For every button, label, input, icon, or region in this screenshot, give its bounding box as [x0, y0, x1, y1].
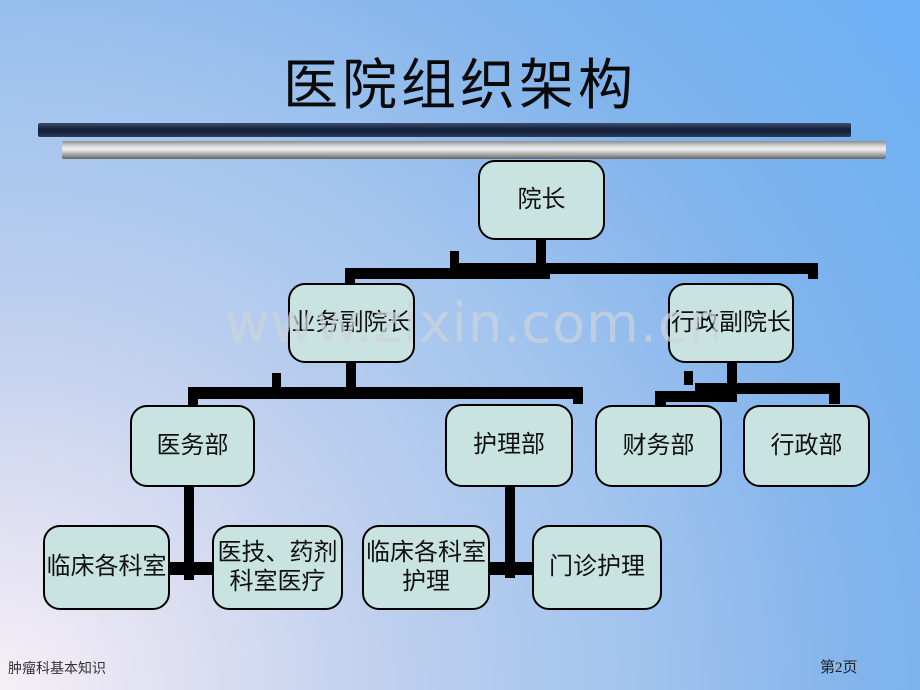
org-node-finance-dept-label: 财务部	[622, 432, 695, 459]
connector-dean-vertical	[536, 239, 546, 274]
org-node-business-vice-dean-label: 业务副院长	[291, 309, 412, 336]
org-node-outpatient-nursing-label: 门诊护理	[549, 554, 645, 581]
connector-top-bar-left	[345, 268, 550, 279]
connector-right-bar-lower	[655, 391, 737, 402]
footer-presentation-title: 肿瘤科基本知识	[8, 662, 106, 677]
org-node-medical-affairs: 医务部	[130, 405, 255, 487]
org-node-clinical-depts-label: 临床各科室	[46, 554, 167, 581]
org-node-clinical-depts: 临床各科室	[43, 525, 170, 610]
title-underline-navy-bar	[38, 123, 851, 137]
connector-drop-medical-affairs	[188, 387, 198, 407]
connector-right-bar-right-stub	[829, 383, 840, 404]
org-node-outpatient-nursing: 门诊护理	[532, 525, 662, 610]
slide-title: 医院组织架构	[282, 55, 637, 116]
org-node-nursing-dept: 护理部	[445, 404, 573, 487]
connector-drop-business-vice	[345, 268, 355, 285]
connector-left-bar	[188, 387, 583, 399]
org-node-clinical-nursing-line1: 临床各科室	[366, 540, 486, 567]
org-node-admin-dept-label: 行政部	[770, 432, 843, 459]
title-underline-gray-bar	[62, 141, 886, 159]
org-node-clinical-nursing: 临床各科室 护理	[362, 525, 490, 610]
org-node-dean-label: 院长	[517, 186, 566, 213]
connector-left-bar-upstub	[272, 373, 281, 389]
connector-right-bar-upstub	[684, 371, 693, 385]
connector-top-bar-right-stub	[808, 263, 818, 279]
connector-medical-vertical	[184, 487, 194, 580]
connector-bottom-left-bar	[166, 562, 214, 575]
org-node-medtech-pharmacy-line2: 科室医疗	[229, 568, 326, 595]
org-node-medtech-pharmacy: 医技、药剂 科室医疗	[212, 525, 343, 610]
connector-bottom-mid-bar	[488, 562, 532, 575]
org-node-admin-vice-dean: 行政副院长	[668, 283, 794, 363]
org-node-nursing-dept-label: 护理部	[473, 432, 545, 459]
org-node-admin-vice-dean-label: 行政副院长	[671, 309, 791, 336]
connector-top-bar-upstub	[450, 251, 459, 268]
org-node-admin-dept: 行政部	[743, 405, 870, 487]
org-node-clinical-nursing-line2: 护理	[402, 568, 450, 595]
connector-business-vertical	[346, 363, 356, 396]
connector-left-bar-right-stub	[573, 387, 583, 404]
footer-page-number: 第2页	[820, 660, 858, 676]
org-node-medtech-pharmacy-line1: 医技、药剂	[217, 540, 338, 567]
org-node-finance-dept: 财务部	[595, 405, 722, 487]
connector-top-bar-right	[450, 263, 818, 274]
connector-nursing-vertical	[505, 487, 515, 578]
org-node-dean: 院长	[478, 160, 605, 240]
connector-admin-vertical	[727, 363, 737, 399]
connector-right-bar-upper	[695, 383, 840, 394]
org-node-medical-affairs-label: 医务部	[156, 432, 229, 459]
org-node-business-vice-dean: 业务副院长	[288, 283, 415, 363]
connector-drop-finance	[655, 391, 666, 407]
